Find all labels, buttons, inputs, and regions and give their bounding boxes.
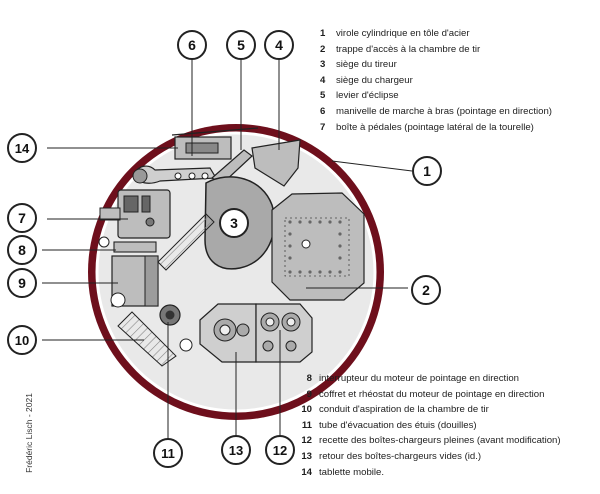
legend-number: 12 (301, 435, 312, 447)
full-magazine-receiver (255, 303, 313, 363)
callout-6 (177, 30, 207, 60)
callout-12 (265, 435, 295, 465)
legend-text: interrupteur du moteur de pointage en di… (319, 373, 519, 384)
legend-number: 4 (320, 74, 326, 86)
callout-8 (7, 235, 37, 265)
callout-label-6: 6 (188, 37, 196, 53)
author-credit: Frédéric Lisch - 2021 (24, 393, 34, 473)
legend-text: boîte à pédales (pointage latéral de la … (336, 121, 534, 133)
legend-item: 5 levier d'éclipse (320, 88, 552, 104)
callout-3 (219, 208, 249, 238)
callout-label-7: 7 (18, 210, 26, 226)
legend-bottom: 8 interrupteur du moteur de pointage en d… (288, 371, 561, 481)
legend-item: 14 tablette mobile. (288, 465, 561, 481)
callout-label-11: 11 (161, 446, 175, 461)
callout-7 (7, 203, 37, 233)
callout-label-3: 3 (230, 215, 238, 231)
callout-2 (411, 275, 441, 305)
legend-number: 7 (320, 121, 326, 133)
legend-number: 1 (320, 28, 326, 39)
legend-top: 1 virole cylindrique en tôle d'acier 2 tra… (320, 26, 552, 135)
callout-label-8: 8 (18, 242, 26, 258)
legend-item: 3 siège du tireur (320, 57, 552, 73)
legend-number: 13 (301, 450, 312, 462)
legend-number: 14 (301, 466, 312, 478)
legend-item: 12 recette des boîtes-chargeurs pleines (… (288, 433, 561, 449)
ammunition-rail (157, 213, 215, 271)
legend-number: 6 (320, 105, 326, 117)
legend-item: 10 conduit d'aspiration de la chambre de … (288, 402, 561, 418)
legend-item: 9 coffret et rhéostat du moteur de pointa… (288, 387, 561, 403)
callout-5 (226, 30, 256, 60)
callout-label-10: 10 (15, 333, 29, 348)
legend-text: siège du tireur (336, 59, 397, 71)
leader-lines (42, 59, 413, 439)
callout-label-5: 5 (237, 37, 245, 53)
legend-text: levier d'éclipse (336, 90, 399, 102)
callout-11 (153, 438, 183, 468)
legend-text: virole cylindrique en tôle d'acier (336, 28, 470, 39)
legend-item: 11 tube d'évacuation des étuis (douilles) (288, 418, 561, 434)
callout-4 (264, 30, 294, 60)
legend-text: manivelle de marche à bras (pointage en … (336, 105, 552, 117)
legend-number: 3 (320, 59, 326, 71)
legend-item: 7 boîte à pédales (pointage latéral de la… (320, 120, 552, 136)
callout-label-2: 2 (422, 282, 430, 298)
callout-label-1: 1 (423, 163, 431, 179)
legend-text: tablette mobile. (319, 466, 385, 478)
legend-item: 1 virole cylindrique en tôle d'acier (320, 26, 552, 42)
callout-9 (7, 268, 37, 298)
legend-text: conduit d'aspiration de la chambre de ti… (319, 404, 489, 416)
legend-item: 4 siège du chargeur (320, 73, 552, 89)
legend-text: trappe d'accès à la chambre de tir (336, 43, 481, 55)
legend-number: 2 (320, 43, 326, 55)
legend-text: tube d'évacuation des étuis (douilles) (319, 419, 477, 431)
callout-13 (221, 435, 251, 465)
callout-label-9: 9 (18, 275, 26, 291)
callout-label-13: 13 (229, 443, 243, 458)
callout-1 (412, 156, 442, 186)
loader-seat (251, 139, 301, 187)
legend-item: 13 retour des boîtes-chargeurs vides (id.… (288, 449, 561, 465)
legend-number: 11 (301, 419, 312, 431)
callout-10 (7, 325, 37, 355)
trapdoor-rivets (288, 220, 342, 274)
legend-number: 5 (320, 90, 326, 102)
firing-chamber-trapdoor (271, 192, 365, 301)
legend-text: retour des boîtes-chargeurs vides (id.) (319, 450, 482, 462)
callout-label-4: 4 (275, 37, 283, 53)
legend-item: 8 interrupteur du moteur de pointage en d… (288, 371, 561, 387)
callout-label-14: 14 (15, 141, 30, 156)
suction-duct (117, 311, 177, 367)
legend-number: 8 (306, 373, 312, 384)
legend-item: 6 manivelle de marche à bras (pointage en… (320, 104, 552, 120)
legend-text: siège du chargeur (336, 74, 413, 86)
legend-number: 9 (306, 388, 312, 400)
traverse-motor-switch (113, 241, 157, 253)
legend-item: 2 trappe d'accès à la chambre de tir (320, 42, 552, 58)
callout-label-12: 12 (273, 443, 287, 458)
legend-number: 10 (301, 404, 312, 416)
callout-14 (7, 133, 37, 163)
legend-text: recette des boîtes-chargeurs pleines (av… (319, 435, 561, 447)
legend-text: coffret et rhéostat du moteur de pointag… (319, 388, 545, 400)
